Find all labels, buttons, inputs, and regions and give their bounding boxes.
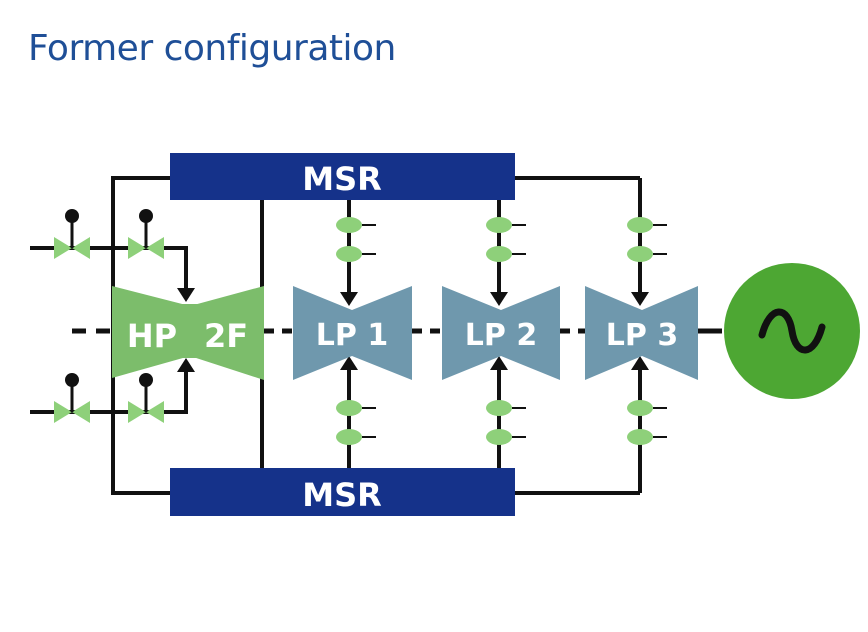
steam-valve-icon <box>486 429 526 445</box>
steam-valve-icon <box>336 217 376 233</box>
msr-top-box: MSR <box>170 153 515 200</box>
steam-valve-icon <box>336 429 376 445</box>
steam-valve-icon <box>336 246 376 262</box>
steam-valve-icon <box>627 400 667 416</box>
control-valve-icon <box>54 373 90 423</box>
hp-2f-label: 2F <box>204 317 248 355</box>
control-valves <box>54 209 164 423</box>
steam-valve-icon <box>336 400 376 416</box>
control-valve-icon <box>128 373 164 423</box>
steam-valve-icon <box>486 217 526 233</box>
arrow-icon <box>490 292 508 306</box>
steam-valve-icon <box>627 217 667 233</box>
lp-turbine-1: LP 1 <box>293 286 412 380</box>
flow-arrows <box>177 288 649 372</box>
lp-turbine-2: LP 2 <box>442 286 560 380</box>
arrow-icon <box>177 358 195 372</box>
generator-icon <box>724 263 860 399</box>
arrow-icon <box>490 356 508 370</box>
control-valve-icon <box>54 209 90 259</box>
steam-valve-icon <box>627 246 667 262</box>
arrow-icon <box>340 292 358 306</box>
steam-valves <box>336 217 667 445</box>
hp-turbine: HP 2F <box>112 286 264 380</box>
msr-bottom-box: MSR <box>170 468 515 516</box>
lp3-label: LP 3 <box>606 318 678 353</box>
arrow-icon <box>631 356 649 370</box>
diagram-title: Former configuration <box>28 28 396 69</box>
msr-top-label: MSR <box>302 160 382 198</box>
steam-valve-icon <box>627 429 667 445</box>
steam-valve-icon <box>486 400 526 416</box>
msr-bottom-label: MSR <box>302 476 382 514</box>
arrow-icon <box>631 292 649 306</box>
control-valve-icon <box>128 209 164 259</box>
lp1-label: LP 1 <box>316 318 388 353</box>
lp-turbine-3: LP 3 <box>585 286 698 380</box>
lp2-label: LP 2 <box>465 318 537 353</box>
steam-valve-icon <box>486 246 526 262</box>
arrow-icon <box>340 356 358 370</box>
hp-label: HP <box>127 317 177 355</box>
arrow-icon <box>177 288 195 302</box>
